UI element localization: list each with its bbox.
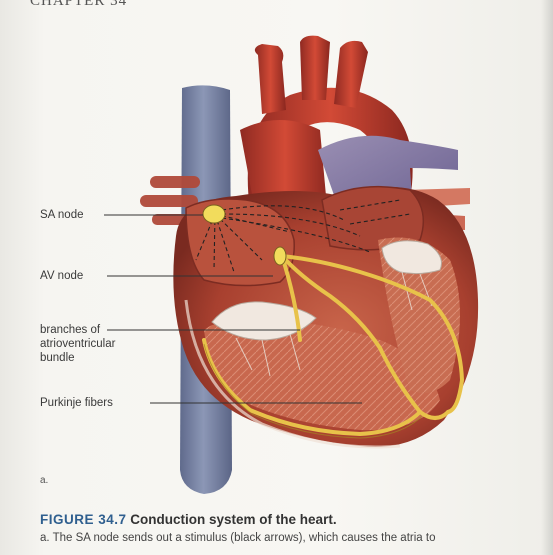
panel-letter: a.: [40, 475, 48, 486]
page-edge-shadow: [541, 0, 553, 555]
label-sa-node: SA node: [40, 208, 83, 222]
aorta-branch-1: [255, 44, 286, 114]
label-purkinje: Purkinje fibers: [40, 396, 113, 410]
label-branches: branches of atrioventricular bundle: [40, 323, 140, 365]
figure-title: Conduction system of the heart.: [130, 512, 336, 527]
aorta-branch-2: [300, 36, 330, 100]
caption-title: FIGURE 34.7 Conduction system of the hea…: [40, 512, 337, 527]
av-node: [274, 247, 286, 265]
caption-body: a. The SA node sends out a stimulus (bla…: [40, 532, 550, 544]
sa-node: [203, 205, 225, 223]
figure-number: FIGURE 34.7: [40, 512, 127, 527]
label-av-node: AV node: [40, 269, 83, 283]
